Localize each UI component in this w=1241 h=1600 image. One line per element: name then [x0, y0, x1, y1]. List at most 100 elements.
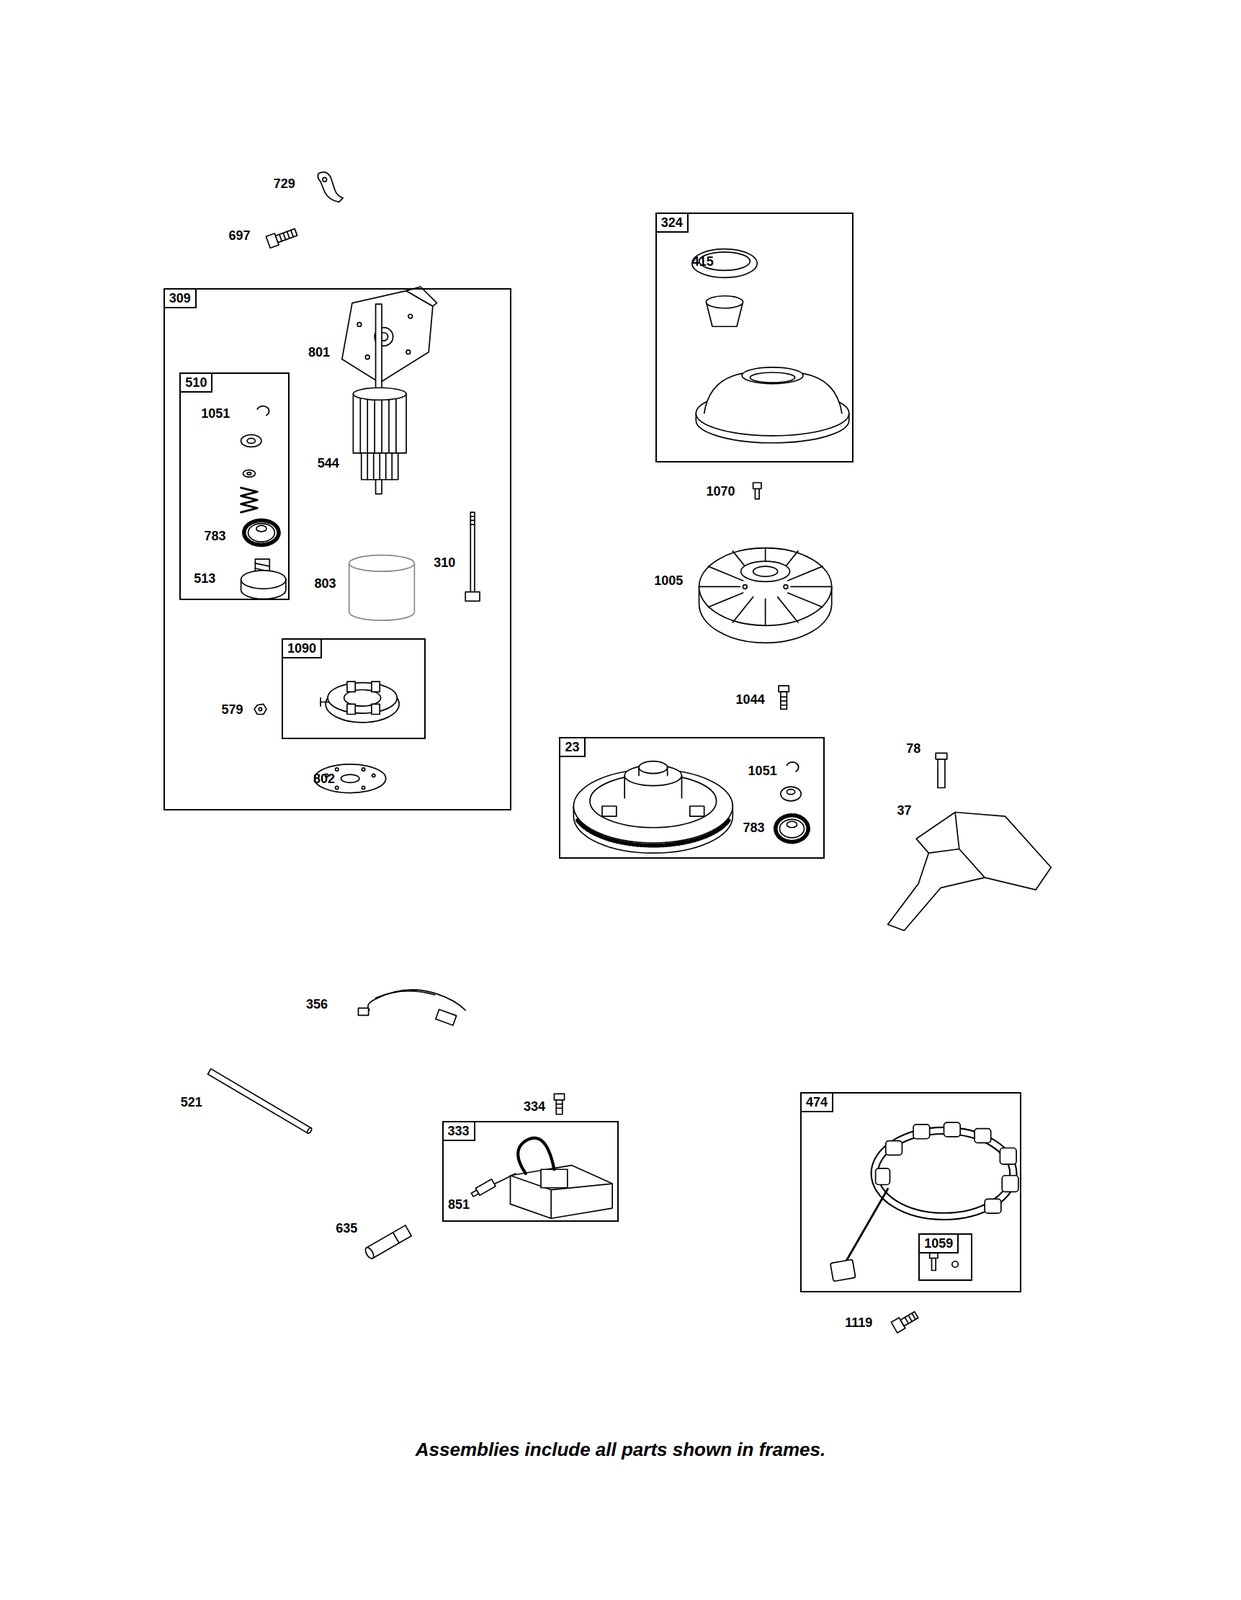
callout-number: 356: [306, 996, 328, 1012]
callout-number: 1051: [748, 762, 778, 779]
bracket-729: [322, 177, 327, 182]
end-plate-801: [406, 350, 411, 355]
nut-579: [254, 703, 267, 714]
callout-number: 783: [203, 527, 226, 544]
callout-number: 1051: [200, 405, 230, 422]
callout-number: 1005: [653, 572, 683, 589]
boot-635: [363, 1246, 376, 1260]
bolt-310: [465, 592, 480, 602]
brush-holder-1090: [371, 681, 380, 692]
wire-356: [368, 989, 466, 1010]
drive-parts-510: [241, 487, 258, 513]
drive-parts-510: [244, 520, 279, 545]
assembly-number: 309: [164, 289, 197, 309]
brush-holder-1090: [347, 703, 356, 714]
screen-324: [692, 249, 850, 443]
wire-356: [375, 991, 436, 999]
tube-521: [208, 1068, 313, 1135]
callout-number: 544: [317, 455, 340, 472]
fan-1005: [699, 548, 832, 626]
hardware-1059: [952, 1261, 958, 1267]
screw-1119: [900, 1311, 919, 1326]
callout-number: 334: [523, 1098, 546, 1115]
alternator-474: [830, 1259, 856, 1282]
armature-544: [375, 303, 382, 396]
callout-number: 783: [743, 819, 765, 836]
caption-text: Assemblies include all parts shown in fr…: [415, 1438, 826, 1461]
wire-356: [357, 989, 466, 1025]
ignition-coil-333: [517, 1138, 554, 1174]
assembly-frame: 1059: [918, 1233, 973, 1282]
flywheel-23: [779, 818, 804, 837]
wire-356: [435, 1009, 457, 1025]
bolt-1044: [778, 685, 789, 710]
fan-1005: [742, 584, 747, 590]
assembly-number: 1059: [919, 1234, 959, 1254]
screw-334: [556, 1099, 562, 1115]
screen-324: [705, 296, 743, 309]
assembly-frame: 510: [179, 372, 290, 600]
flywheel-23: [690, 805, 705, 817]
drive-parts-510: [257, 406, 269, 416]
brush-holder-1090: [327, 682, 397, 714]
tube-521: [208, 1068, 312, 1134]
assembly-frame: 324: [655, 212, 854, 463]
tube-521: [306, 1127, 313, 1134]
brush-holder-1090: [320, 681, 400, 723]
armature-544: [352, 303, 407, 494]
fan-1005: [699, 548, 832, 644]
end-cap-802: [361, 767, 365, 771]
hardware-1059: [932, 1257, 937, 1270]
fan-1005: [783, 584, 788, 590]
screw-697: [279, 230, 294, 242]
screw-1070: [753, 482, 762, 500]
callout-number: 1070: [706, 483, 736, 500]
end-cap-802: [372, 773, 376, 777]
end-plate-801: [357, 322, 362, 327]
bolt-310: [470, 516, 475, 525]
assembly-number: 510: [180, 373, 213, 393]
fan-1005: [741, 561, 791, 582]
callout-number: 803: [314, 575, 336, 592]
alternator-474: [944, 1122, 961, 1137]
bolt-310: [465, 512, 480, 601]
alternator-474: [984, 1198, 1002, 1213]
drive-parts-510: [247, 472, 252, 475]
screw-1119: [890, 1309, 920, 1333]
drive-parts-510: [247, 437, 255, 443]
end-plate-801: [408, 314, 413, 319]
brush-holder-1090: [347, 681, 356, 692]
flywheel-23: [573, 761, 809, 853]
flywheel-23: [638, 767, 668, 775]
flywheel-23: [780, 786, 801, 801]
alternator-474: [913, 1124, 930, 1139]
bracket-729: [317, 172, 343, 203]
callout-number: 801: [308, 344, 330, 361]
alternator-474: [874, 1130, 1014, 1216]
shield-37: [928, 811, 985, 878]
callout-number: 310: [433, 554, 456, 571]
callout-number: 1119: [844, 1314, 873, 1331]
assembly-frame: 1090: [281, 638, 426, 739]
ignition-coil-333: [470, 1179, 496, 1199]
nut-579: [254, 703, 267, 714]
assembly-number: 1090: [283, 639, 322, 659]
flywheel-23: [638, 761, 668, 774]
fan-1005: [699, 548, 832, 626]
screen-324: [692, 249, 758, 279]
drive-parts-510: [242, 469, 255, 477]
ignition-coil-333: [470, 1138, 613, 1219]
end-plate-801: [342, 290, 433, 383]
fan-1005: [753, 566, 778, 577]
armature-544: [352, 387, 407, 400]
end-plate-801: [406, 286, 437, 307]
ignition-coil-333: [540, 1168, 568, 1187]
flywheel-23: [786, 789, 795, 795]
alternator-474: [875, 1122, 1019, 1213]
boot-635: [363, 1225, 412, 1260]
ignition-coil-333: [471, 1189, 479, 1197]
callout-number: 579: [221, 701, 243, 718]
alternator-474: [875, 1168, 891, 1185]
